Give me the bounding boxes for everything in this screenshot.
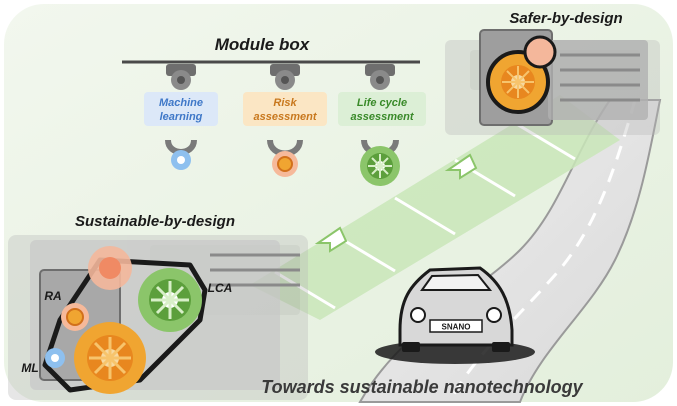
ra-gear-icon bbox=[66, 308, 84, 326]
module-label-bg bbox=[243, 92, 327, 126]
safer-by-design-label: Safer-by-design bbox=[509, 10, 622, 27]
module-label-line1: Machine bbox=[159, 97, 203, 109]
module-label-line2: learning bbox=[160, 111, 203, 123]
car-plate: SNANO bbox=[442, 323, 471, 332]
module-label-line2: assessment bbox=[254, 111, 318, 123]
footer-title: Towards sustainable nanotechnology bbox=[261, 377, 583, 397]
safer-by-design-engine: Safer-by-design bbox=[479, 10, 648, 126]
lca-label: LCA bbox=[208, 281, 233, 295]
arrow-icon bbox=[444, 153, 478, 180]
module-label-bg bbox=[144, 92, 218, 126]
module-label-line2: assessment bbox=[351, 111, 415, 123]
module-box: Module box Machine learning Risk assessm… bbox=[122, 35, 426, 186]
module-risk-assessment: Risk assessment bbox=[243, 64, 327, 177]
sustainable-by-design-label: Sustainable-by-design bbox=[75, 213, 235, 230]
module-box-title: Module box bbox=[215, 35, 311, 54]
module-life-cycle-assessment: Life cycle assessment bbox=[338, 64, 426, 186]
ml-label: ML bbox=[21, 361, 38, 375]
module-label-line1: Life cycle bbox=[357, 97, 407, 109]
green-path bbox=[250, 95, 620, 320]
car-icon: SNANO bbox=[375, 266, 535, 364]
ra-label: RA bbox=[44, 289, 61, 303]
module-label-bg bbox=[338, 92, 426, 126]
sustainable-by-design-engine: Sustainable-by-design RA LCA ML bbox=[21, 213, 300, 394]
arrow-icon bbox=[314, 226, 348, 253]
module-machine-learning: Machine learning bbox=[144, 64, 218, 170]
belt bbox=[42, 257, 208, 393]
module-label-line1: Risk bbox=[273, 97, 297, 109]
